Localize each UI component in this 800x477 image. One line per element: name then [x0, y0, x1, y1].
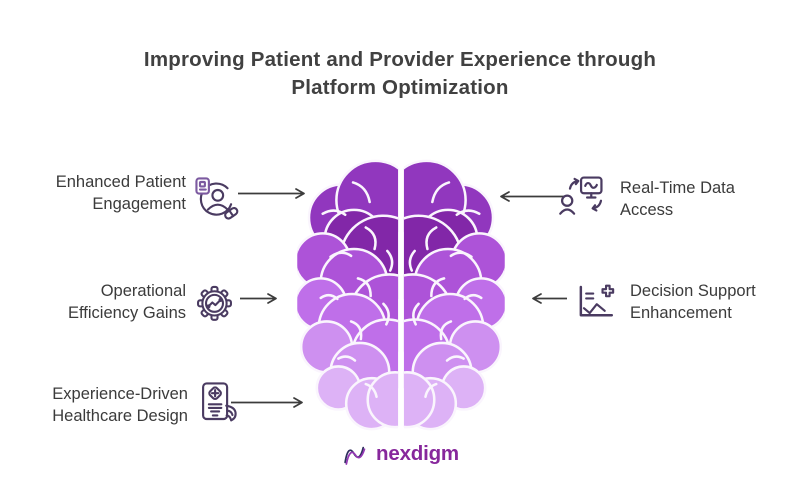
- connector-arrow-left-3: [231, 396, 310, 409]
- label-operational-efficiency-gains: Operational Efficiency Gains: [18, 280, 186, 324]
- realtime-data-icon: [557, 172, 607, 222]
- label-enhanced-patient-engagement: Enhanced Patient Engagement: [18, 171, 186, 215]
- label-decision-support-enhancement: Decision Support Enhancement: [630, 280, 800, 324]
- brand-logo: nexdigm: [0, 441, 800, 469]
- connector-arrow-left-2: [240, 292, 284, 305]
- label-line: Operational: [100, 282, 186, 300]
- label-line: Experience-Driven: [52, 385, 188, 403]
- connector-arrow-right-1: [493, 190, 565, 203]
- healthcare-tablet-icon: [196, 379, 244, 427]
- decision-support-icon: [572, 279, 618, 325]
- label-experience-driven-healthcare-design: Experience-Driven Healthcare Design: [10, 383, 188, 427]
- page-title: Improving Patient and Provider Experienc…: [0, 46, 800, 102]
- label-line: Enhancement: [630, 304, 732, 322]
- label-line: Enhanced Patient: [55, 173, 186, 191]
- connector-arrow-left-1: [238, 187, 312, 200]
- patient-engagement-icon: [192, 174, 240, 222]
- efficiency-gear-icon: [192, 280, 237, 325]
- label-line: Real-Time Data: [620, 179, 735, 197]
- label-line: Healthcare Design: [52, 407, 188, 425]
- brain-illustration: [293, 157, 509, 433]
- label-line: Efficiency Gains: [68, 304, 186, 322]
- label-line: Decision Support: [630, 282, 756, 300]
- page-title-line2: Platform Optimization: [291, 76, 509, 99]
- page-title-line1: Improving Patient and Provider Experienc…: [143, 48, 657, 71]
- connector-arrow-right-2: [525, 292, 567, 305]
- label-line: Engagement: [92, 195, 186, 213]
- nexdigm-logo-icon: [341, 441, 369, 469]
- brand-wordmark: nexdigm: [376, 442, 459, 465]
- label-real-time-data-access: Real-Time Data Access: [620, 177, 795, 221]
- label-line: Access: [620, 201, 674, 219]
